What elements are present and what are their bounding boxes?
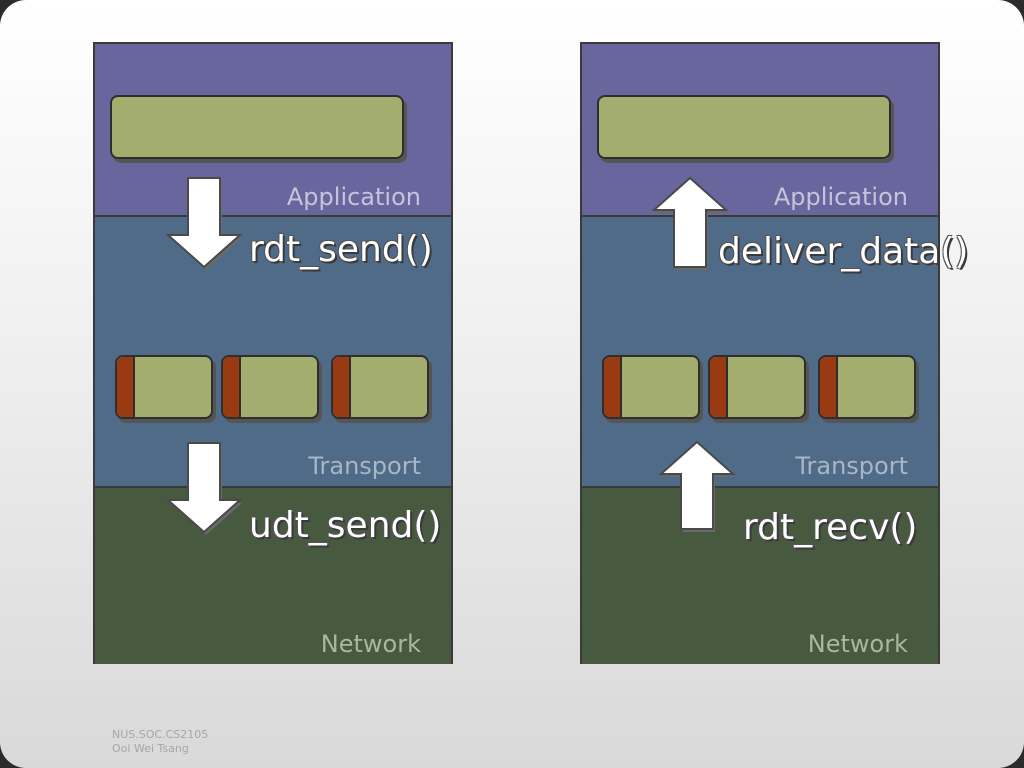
footer-course: NUS.SOC.CS2105 — [112, 728, 209, 741]
receiver-network-label: Network — [807, 630, 908, 658]
sender-application-label: Application — [286, 183, 421, 211]
sender-transport-layer: Transport — [95, 217, 451, 488]
packet-header — [117, 357, 135, 417]
footer-author: Ooi Wei Tsang — [112, 742, 189, 755]
deliver-data-label: deliver_data() — [718, 231, 969, 272]
sender-network-layer: Network — [95, 488, 451, 664]
sender-stack: Application Transport Network — [93, 42, 453, 664]
sender-packet — [221, 355, 319, 419]
packet-header — [604, 357, 622, 417]
up-arrow-icon — [651, 176, 729, 270]
packet-header — [820, 357, 838, 417]
sender-application-layer: Application — [95, 44, 451, 217]
down-arrow-icon — [165, 442, 243, 535]
up-arrow-icon — [658, 440, 736, 532]
receiver-transport-label: Transport — [795, 452, 908, 480]
sender-network-label: Network — [320, 630, 421, 658]
down-arrow-icon — [165, 177, 243, 270]
receiver-stack: Application Transport Network — [580, 42, 940, 664]
receiver-packet — [602, 355, 700, 419]
packet-header — [223, 357, 241, 417]
receiver-network-layer: Network — [582, 488, 938, 664]
receiver-application-label: Application — [773, 183, 908, 211]
rdt-recv-label: rdt_recv() — [743, 507, 918, 548]
receiver-application-layer: Application — [582, 44, 938, 217]
packet-header — [710, 357, 728, 417]
packet-header — [333, 357, 351, 417]
sender-packet — [331, 355, 429, 419]
sender-app-data — [110, 95, 404, 159]
sender-packet — [115, 355, 213, 419]
receiver-packet — [708, 355, 806, 419]
udt-send-label: udt_send() — [249, 505, 442, 546]
footer: NUS.SOC.CS2105 Ooi Wei Tsang — [112, 728, 208, 756]
receiver-transport-layer: Transport — [582, 217, 938, 488]
receiver-app-data — [597, 95, 891, 159]
sender-transport-label: Transport — [308, 452, 421, 480]
rdt-send-label: rdt_send() — [249, 229, 433, 270]
receiver-packet — [818, 355, 916, 419]
